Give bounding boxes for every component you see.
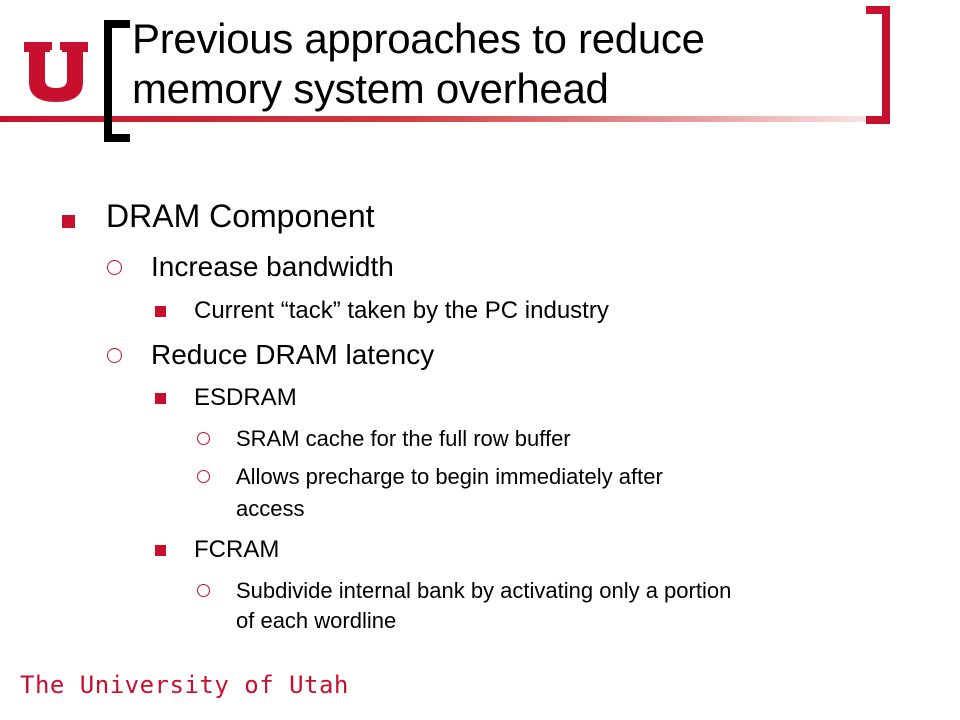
header-rule [0, 116, 880, 122]
left-bracket-icon [104, 20, 130, 142]
bullet-subdivide-bank-line-1: Subdivide internal bank by activating on… [236, 578, 732, 603]
bullet-esdram: ESDRAM [194, 384, 297, 411]
square-bullet-icon [155, 306, 166, 317]
square-bullet-icon [155, 393, 166, 404]
ring-bullet-icon [197, 584, 210, 597]
footer-text: The University of Utah [20, 671, 349, 699]
ring-bullet-icon [107, 348, 122, 363]
ring-bullet-icon [197, 432, 210, 445]
bullet-dram-component: DRAM Component [106, 198, 375, 234]
bullet-subdivide-bank-line-2: of each wordline [236, 608, 397, 633]
slide-title-line-1: Previous approaches to reduce [132, 15, 705, 62]
bullet-reduce-dram-latency: Reduce DRAM latency [151, 339, 435, 370]
slide-title: Previous approaches to reduce memory sys… [132, 14, 852, 114]
right-bracket-icon [866, 6, 890, 124]
bullet-sram-cache: SRAM cache for the full row buffer [236, 426, 571, 451]
university-logo-icon [24, 42, 88, 102]
square-bullet-icon [155, 545, 166, 556]
bullet-allows-precharge-line-2: access [236, 496, 305, 521]
bullet-increase-bandwidth: Increase bandwidth [151, 251, 394, 282]
bullet-allows-precharge-line-1: Allows precharge to begin immediately af… [236, 464, 663, 489]
bullet-fcram: FCRAM [194, 536, 280, 563]
bullet-current-tack: Current “tack” taken by the PC industry [194, 297, 609, 324]
square-bullet-icon [62, 215, 75, 228]
ring-bullet-icon [197, 470, 210, 483]
slide-title-line-2: memory system overhead [132, 65, 609, 112]
ring-bullet-icon [107, 260, 122, 275]
